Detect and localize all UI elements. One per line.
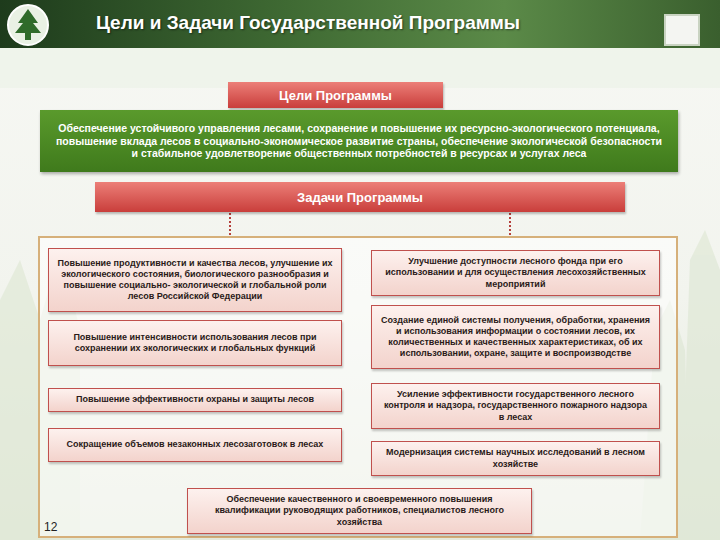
logo-icon: [6, 3, 50, 47]
section-band: Цели Программы: [228, 82, 443, 108]
dotted-leader: [229, 213, 231, 236]
box-text: Модернизация системы научных исследовани…: [380, 447, 651, 470]
box-text: Обеспечение качественного и своевременно…: [196, 494, 523, 528]
box-text: Задачи Программы: [297, 190, 423, 205]
box-text: Сокращение объемов незаконных лесозагото…: [67, 439, 324, 450]
task-box: Обеспечение качественного и своевременно…: [187, 488, 532, 534]
task-box: Сокращение объемов незаконных лесозагото…: [48, 428, 342, 462]
box-text: Улучшение доступности лесного фонда при …: [380, 256, 651, 290]
box-text: Создание единой системы получения, обраб…: [380, 315, 651, 360]
page-number: 12: [44, 520, 57, 534]
box-text: Повышение эффективности охраны и защиты …: [76, 394, 314, 405]
task-box: Модернизация системы научных исследовани…: [371, 441, 660, 476]
box-text: Цели Программы: [279, 88, 392, 103]
task-box: Повышение эффективности охраны и защиты …: [48, 388, 342, 412]
task-box: Создание единой системы получения, обраб…: [371, 305, 660, 369]
box-text: Обеспечение устойчивого управления лесам…: [54, 122, 664, 160]
box-text: Повышение интенсивности использования ле…: [57, 332, 333, 355]
dotted-leader: [509, 213, 511, 236]
slide-title: Цели и Задачи Государственной Программы: [96, 12, 656, 34]
section-band: Задачи Программы: [95, 182, 625, 212]
box-text: Усиление эффективности государственного …: [380, 389, 651, 423]
task-box: Повышение интенсивности использования ле…: [48, 320, 342, 366]
task-box: Усиление эффективности государственного …: [371, 383, 660, 429]
task-box: Улучшение доступности лесного фонда при …: [371, 250, 660, 296]
corner-square: [664, 14, 700, 46]
task-box: Повышение продуктивности и качества лесо…: [48, 248, 342, 312]
box-text: Повышение продуктивности и качества лесо…: [57, 258, 333, 303]
goal-box: Обеспечение устойчивого управления лесам…: [40, 110, 678, 172]
